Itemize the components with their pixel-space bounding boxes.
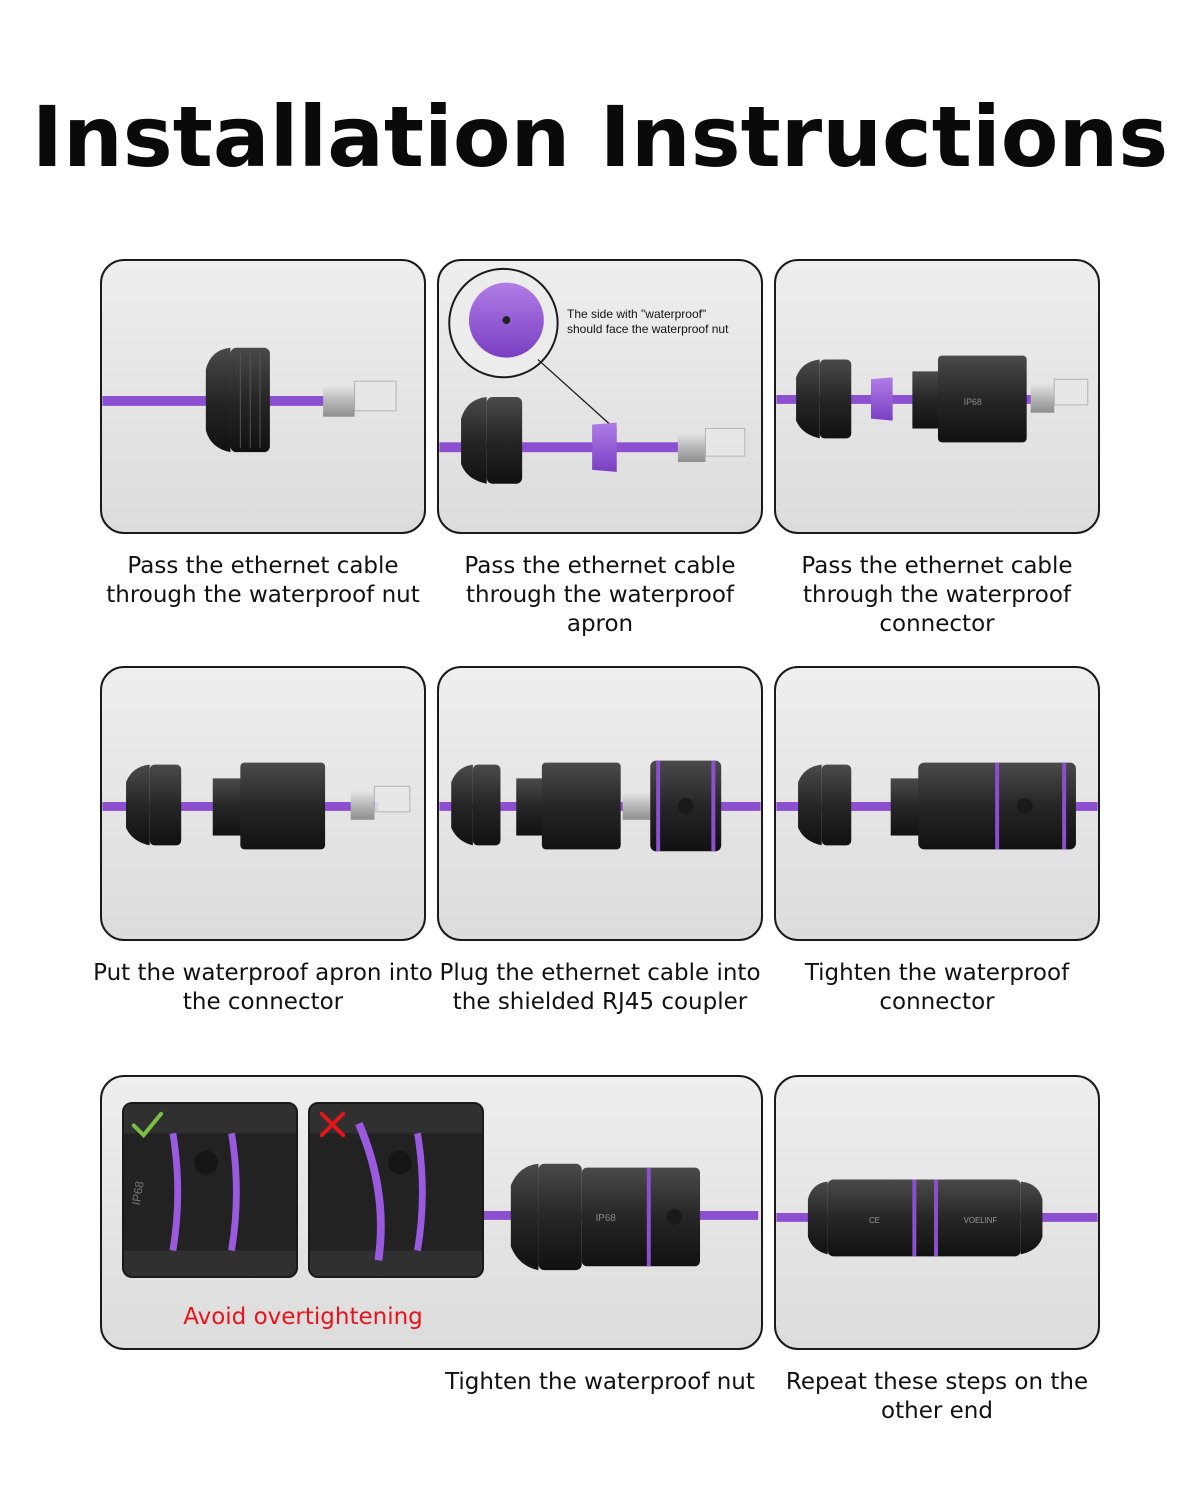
step-8-illustration: VOELINF CE (776, 1179, 1098, 1257)
waterproof-nut-right (1020, 1181, 1043, 1255)
step-6-caption-line-1: Tighten the waterproof (804, 960, 1070, 986)
inset-ip-marking: IP68 (130, 1180, 147, 1206)
step-6-caption: Tighten the waterproof connector (774, 959, 1100, 1017)
step-3-caption-line-1: Pass the ethernet cable (801, 553, 1073, 579)
step-1-panel (100, 259, 426, 534)
callout-line-2: should face the waterproof nut (567, 322, 729, 336)
waterproof-nut (451, 764, 473, 846)
step-4-caption-line-1: Put the waterproof apron into (93, 960, 433, 986)
step-6-caption-line-2: connector (879, 989, 995, 1015)
cross-icon (319, 1111, 346, 1138)
step-7-caption-line-1: Tighten the waterproof nut (445, 1369, 755, 1395)
waterproof-connector (240, 762, 326, 850)
step-2-panel: The side with "waterproof" should face t… (437, 259, 763, 534)
step-5-caption: Plug the ethernet cable into the shielde… (432, 959, 768, 1017)
step-1-caption-line-2: through the waterproof nut (106, 582, 420, 608)
callout-line-1: The side with "waterproof" (567, 307, 707, 321)
step-3-caption-line-2: through the waterproof (802, 582, 1072, 608)
step-8-caption-line-1: Repeat these steps on the (785, 1369, 1089, 1395)
ethernet-cable (776, 395, 1043, 404)
step-5-caption-line-1: Plug the ethernet cable into (439, 960, 761, 986)
rj45-plug (677, 432, 706, 463)
waterproof-connector (937, 355, 1027, 443)
step-7-caption: Tighten the waterproof nut (432, 1368, 768, 1397)
step-3-illustration: IP68 (776, 355, 1089, 443)
waterproof-connector (541, 762, 621, 850)
avoid-overtightening-warning: Avoid overtightening (183, 1304, 423, 1330)
rj45-plug (622, 792, 653, 820)
overtightened-inset (308, 1102, 484, 1278)
correct-tightening-inset: IP68 (122, 1102, 298, 1278)
step-6-panel (774, 666, 1100, 941)
callout-line (537, 359, 618, 431)
checkmark-icon (131, 1111, 164, 1139)
apron-callout-text: The side with "waterproof" should face t… (567, 307, 728, 337)
waterproof-nut (796, 359, 820, 439)
step-8-caption: Repeat these steps on the other end (774, 1368, 1100, 1426)
connector-gland (912, 371, 940, 429)
step-5-panel (437, 666, 763, 941)
step-6-illustration (776, 762, 1098, 850)
ce-marking: CE (869, 1216, 880, 1225)
step-1-illustration (102, 347, 397, 453)
rj45-plug (350, 790, 375, 820)
step-4-caption: Put the waterproof apron into the connec… (92, 959, 434, 1017)
connector-gland (516, 778, 544, 836)
brand-marking: VOELINF (964, 1216, 998, 1225)
step-4-caption-line-2: the connector (182, 989, 344, 1015)
step-2-caption-line-1: Pass the ethernet cable (464, 553, 736, 579)
ip68-marking: IP68 (596, 1213, 617, 1224)
assembled-connector (581, 1167, 701, 1267)
step-3-caption-line-3: connector (879, 611, 995, 637)
page-title: Installation Instructions (31, 88, 1169, 186)
connector-gland (212, 778, 243, 836)
step-3-caption: Pass the ethernet cable through the wate… (774, 552, 1100, 639)
waterproof-apron (870, 377, 893, 421)
waterproof-nut (205, 347, 231, 453)
step-4-panel (100, 666, 426, 941)
waterproof-nut-left (807, 1181, 828, 1255)
step-2-caption-line-2: through the waterproof apron (465, 582, 735, 637)
step-8-caption-line-2: other end (881, 1398, 993, 1424)
step-8-panel: VOELINF CE (774, 1075, 1100, 1350)
assembled-connector (827, 1179, 1021, 1257)
connector-marking: IP68 (964, 397, 982, 407)
waterproof-nut (461, 396, 487, 484)
waterproof-apron (592, 422, 617, 472)
step-1-caption: Pass the ethernet cable through the wate… (100, 552, 426, 610)
step-1-caption-line-1: Pass the ethernet cable (127, 553, 399, 579)
ethernet-cable (439, 442, 686, 453)
step-5-caption-line-2: the shielded RJ45 coupler (452, 989, 748, 1015)
step-2-illustration (439, 267, 746, 484)
rj45-plug (1030, 383, 1055, 413)
correct-tightening-illustration: IP68 (124, 1104, 296, 1276)
overtightened-illustration (310, 1104, 482, 1276)
step-7-illustration: IP68 (479, 1163, 759, 1271)
waterproof-nut (126, 764, 150, 846)
waterproof-nut (510, 1163, 539, 1271)
connector-gland (890, 778, 921, 836)
step-3-panel: IP68 (774, 259, 1100, 534)
rj45-plug (323, 385, 355, 417)
step-2-caption: Pass the ethernet cable through the wate… (432, 552, 768, 639)
step-5-illustration (439, 760, 761, 852)
waterproof-nut (798, 764, 822, 846)
step-7-panel: IP68 IP68 Avoid overtightening (100, 1075, 763, 1350)
step-4-illustration (102, 762, 411, 850)
